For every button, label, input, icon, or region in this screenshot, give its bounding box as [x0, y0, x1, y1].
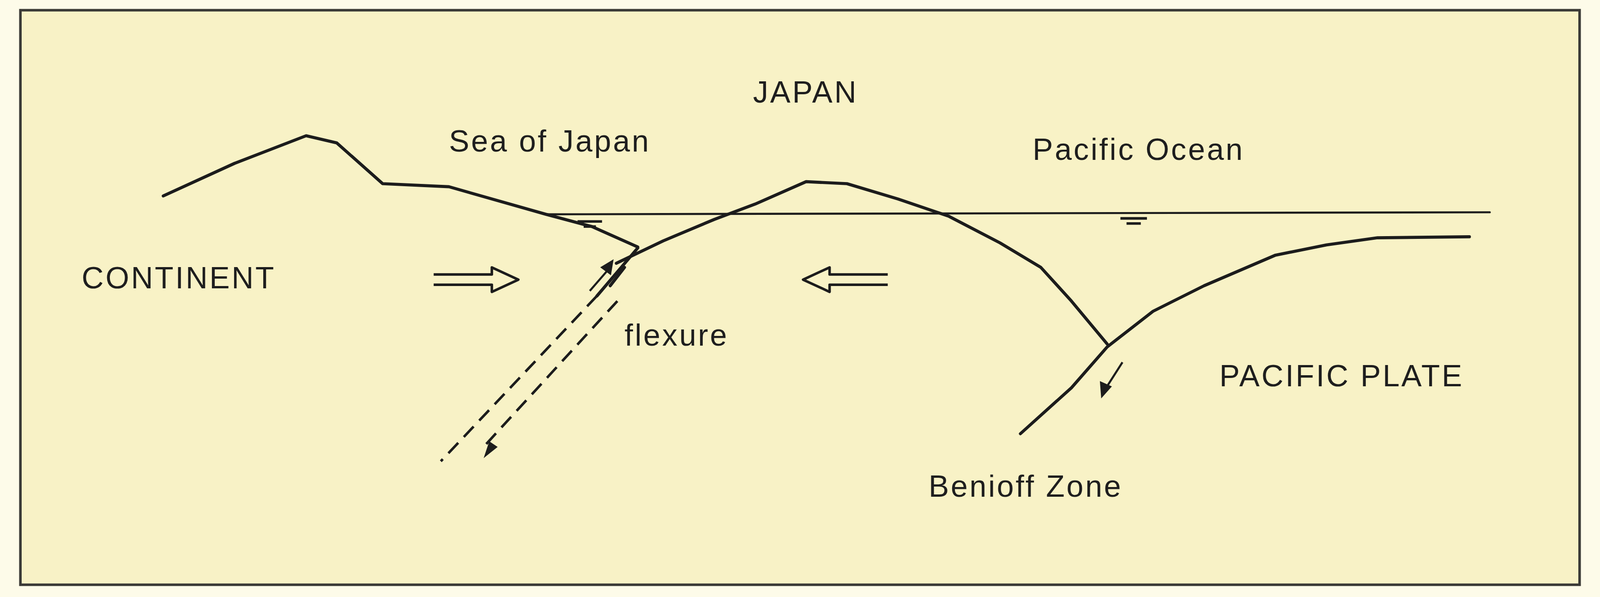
structure-label: flexure	[624, 318, 729, 352]
ocean-label: Pacific Ocean	[1032, 132, 1245, 167]
region-label: JAPAN	[753, 75, 859, 109]
zone-label: Benioff Zone	[928, 469, 1124, 503]
plate-label: PACIFIC PLATE	[1219, 358, 1464, 393]
plate-label: CONTINENT	[81, 260, 277, 295]
sea-label: Sea of Japan	[448, 124, 651, 158]
